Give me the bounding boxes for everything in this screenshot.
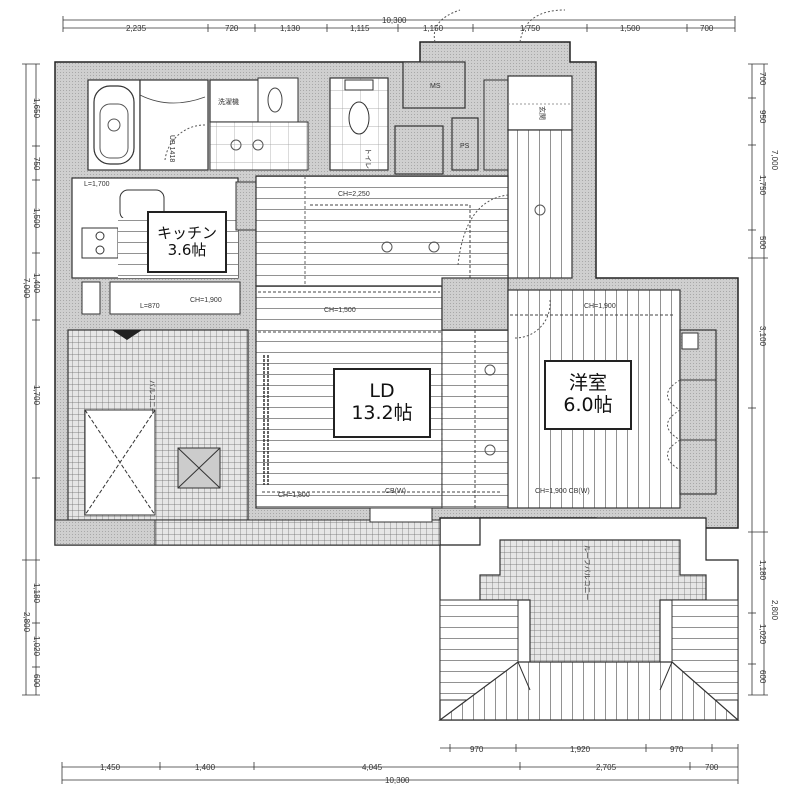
dim-top-6: 1,500 [620, 24, 641, 33]
dim-top-total: 10,300 [382, 16, 407, 25]
dim-right-7: 600 [758, 670, 767, 684]
dim-left-1: 750 [32, 157, 41, 171]
dim-bottom1-1: 1,920 [570, 745, 591, 754]
utility-shafts: MS PS [394, 61, 509, 175]
label-ch1900-bottom: CH=1,900 CB(W) [535, 488, 590, 495]
genkan-label: 玄関 [538, 106, 547, 120]
hall: CH=2,250 [255, 175, 509, 287]
dim-bottom2-2: 4,045 [362, 763, 383, 772]
dim-right-total-2: 2,800 [770, 600, 779, 621]
dim-top-5: 1,750 [520, 24, 541, 33]
balcony-label: バルコニー [148, 380, 156, 415]
western-room-name: 洋室 [568, 372, 607, 395]
dimension-bottom [61, 744, 739, 784]
label-ch1800-bottom: CH=1,800 [278, 492, 310, 499]
dim-right-total-1: 7,000 [770, 150, 779, 171]
dim-right-5: 1,180 [758, 560, 767, 581]
dim-bottom2-3: 2,705 [596, 763, 617, 772]
dim-right-6: 1,020 [758, 624, 767, 645]
washroom: 洗濯機 L=1,050 [209, 79, 309, 171]
dim-left-0: 1,650 [32, 98, 41, 119]
dim-left-7: 600 [32, 674, 41, 688]
svg-text:UB 1418: UB 1418 [168, 135, 175, 162]
label-ch1900-western: CH=1,900 [584, 303, 616, 310]
dim-right-2: 1,750 [758, 175, 767, 196]
dim-left-6: 1,020 [32, 636, 41, 657]
label-ch1900-kitchen: CH=1,900 [190, 297, 222, 304]
ld-label: LD 13.2帖 [333, 368, 431, 438]
label-ch2250: CH=2,250 [338, 191, 370, 198]
dim-top-1: 720 [225, 24, 239, 33]
entrance: 玄関 [433, 9, 573, 279]
kitchen-name: キッチン [156, 223, 217, 242]
toilet-room: トイレ [257, 77, 389, 171]
western-room-size: 6.0帖 [563, 394, 613, 416]
ps-label-1: PS [460, 143, 470, 150]
dim-left-3: 1,400 [32, 273, 41, 294]
dim-bottom1-2: 970 [670, 745, 684, 754]
dim-right-1: 950 [758, 110, 767, 124]
dim-left-total-2: 2,800 [22, 612, 31, 633]
dim-top-3: 1,115 [350, 24, 370, 33]
kitchen-size: 3.6帖 [167, 241, 207, 259]
toilet-label: トイレ [364, 148, 371, 169]
roof-balcony-label: ルーフバルコニー [583, 545, 591, 600]
dim-left-4: 1,700 [32, 385, 41, 406]
kitchen-label: キッチン 3.6帖 [147, 211, 227, 273]
balcony-area: バルコニー [54, 329, 441, 546]
svg-text:洗濯機: 洗濯機 [218, 97, 239, 106]
bathroom: UB 1418 [87, 79, 209, 171]
dim-top-2: 1,130 [280, 24, 301, 33]
dim-bottom2-1: 1,400 [195, 763, 216, 772]
label-l870: L=870 [140, 303, 160, 310]
dim-bottom-total: 10,300 [385, 776, 410, 785]
dim-top-4: 1,150 [423, 24, 444, 33]
dim-bottom2-4: 700 [705, 763, 719, 772]
label-cbw: CB(W) [385, 488, 406, 495]
dim-right-3: 500 [758, 236, 767, 250]
dimension-left [22, 63, 40, 696]
dim-right-4: 3,100 [758, 326, 767, 347]
dim-left-5: 1,180 [32, 583, 41, 604]
dimension-top [62, 16, 736, 32]
dim-bottom2-0: 1,450 [100, 763, 121, 772]
dim-right-0: 700 [758, 72, 767, 86]
dim-top-0: 2,235 [126, 24, 147, 33]
roof-balcony-area: ルーフバルコニー [438, 539, 740, 721]
label-ch1500: CH=1,500 [324, 307, 356, 314]
dim-left-2: 1,500 [32, 208, 41, 229]
ld-size: 13.2帖 [351, 402, 413, 424]
dim-top-7: 700 [700, 24, 714, 33]
dimension-right [748, 63, 768, 696]
dim-bottom1-0: 970 [470, 745, 484, 754]
western-room-label: 洋室 6.0帖 [544, 360, 632, 430]
label-l1700: L=1,700 [84, 181, 110, 188]
dim-left-total-1: 7,000 [22, 278, 31, 299]
ld-name: LD [369, 380, 395, 403]
ms-label: MS [430, 83, 441, 90]
